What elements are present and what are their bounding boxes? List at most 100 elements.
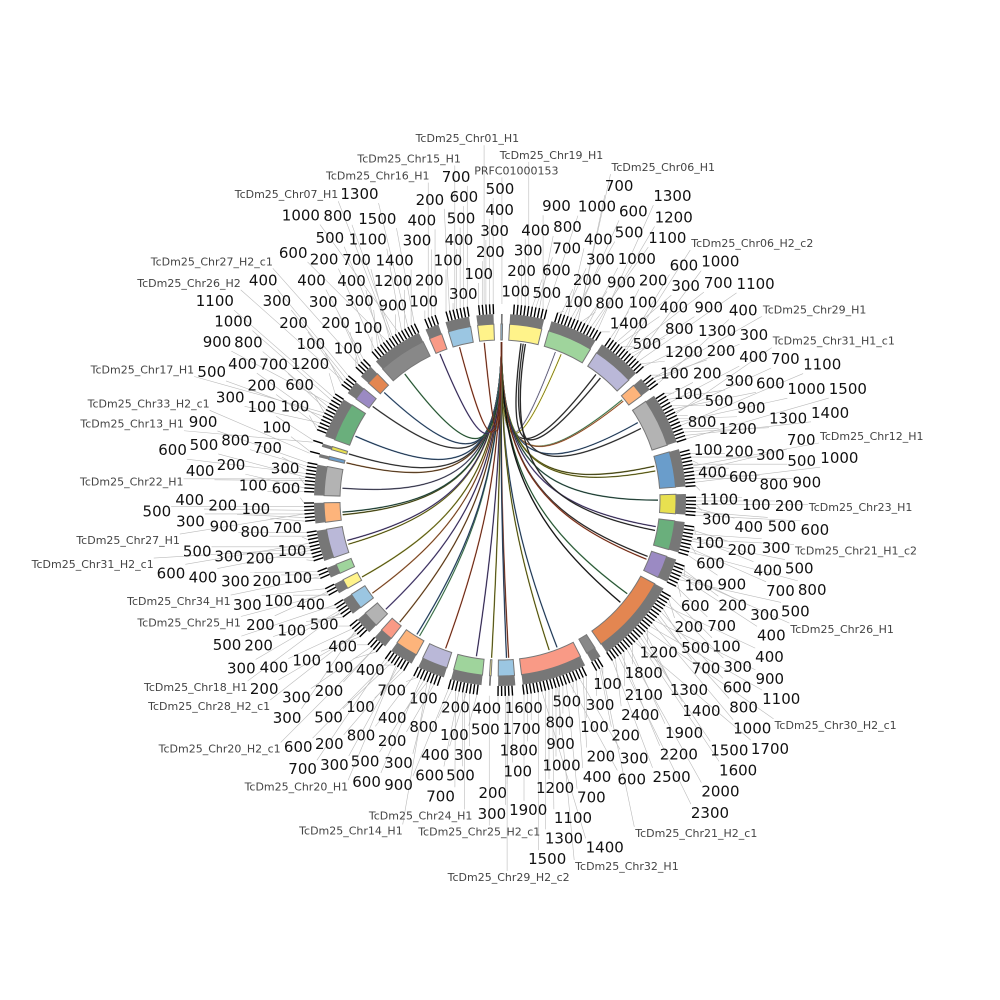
label-leader-line	[681, 373, 804, 426]
segment-block[interactable]	[578, 633, 596, 654]
segment-block[interactable]	[631, 400, 668, 451]
segment-block[interactable]	[620, 384, 643, 406]
segment-block[interactable]	[342, 571, 363, 589]
chromosome-segment[interactable]	[349, 602, 389, 638]
tick-label: 500	[314, 709, 343, 727]
segment-block[interactable]	[447, 325, 474, 348]
tick-label: 400	[189, 569, 218, 587]
segment-block[interactable]	[477, 323, 495, 342]
chromosome-segment[interactable]	[543, 312, 602, 364]
chromosome-segment[interactable]	[620, 374, 659, 406]
chromosome-segment[interactable]	[316, 393, 367, 446]
chromosome-segment[interactable]	[653, 449, 696, 489]
chromosome-segment[interactable]	[313, 439, 349, 455]
segment-block[interactable]	[396, 629, 425, 656]
segment-block[interactable]	[330, 445, 349, 455]
segment-block[interactable]	[350, 585, 375, 609]
segment-block[interactable]	[653, 451, 677, 489]
tick-label: 200	[476, 243, 505, 261]
tick-mark	[362, 358, 371, 368]
segment-block[interactable]	[489, 659, 493, 677]
tick-mark	[552, 678, 557, 689]
chromosome-segment[interactable]	[304, 461, 344, 497]
chromosome-segment[interactable]	[355, 358, 390, 395]
chromosome-name: TcDm25_Chr01_H1	[415, 132, 520, 145]
tick-label: 400	[337, 272, 366, 290]
segment-block[interactable]	[364, 602, 389, 626]
tick-mark	[384, 650, 392, 660]
chromosome-segment[interactable]	[488, 659, 493, 686]
chromosome-segment[interactable]	[306, 526, 350, 562]
chromosome-segment[interactable]	[642, 550, 685, 587]
chromosome-segment[interactable]	[587, 337, 644, 392]
segment-block[interactable]	[381, 341, 431, 382]
label-leader-line	[689, 547, 767, 583]
segment-block[interactable]	[428, 333, 448, 355]
tick-label: 300	[282, 689, 311, 707]
chromosome-segment[interactable]	[497, 658, 516, 696]
segment-block[interactable]	[497, 658, 516, 677]
segment-block[interactable]	[658, 493, 677, 515]
tick-label: 300	[227, 659, 256, 677]
label-leader-line	[301, 631, 355, 709]
tick-label: 100	[694, 441, 723, 459]
chromosome-segment[interactable]	[317, 557, 356, 579]
chromosome-segment[interactable]	[445, 306, 474, 348]
chromosome-segment[interactable]	[508, 304, 548, 346]
chromosome-segment[interactable]	[447, 653, 485, 695]
segment-block[interactable]	[335, 557, 356, 574]
label-leader-line	[324, 352, 342, 385]
segment-block[interactable]	[642, 550, 668, 579]
segment-block[interactable]	[367, 372, 390, 395]
tick-mark	[375, 643, 384, 653]
chromosome-segment[interactable]	[500, 314, 504, 341]
tick-mark	[581, 666, 588, 677]
segment-block[interactable]	[355, 387, 377, 409]
chromosome-segment[interactable]	[371, 323, 431, 382]
tick-mark	[321, 418, 331, 425]
chromosome-segment[interactable]	[384, 629, 425, 672]
tick-mark	[594, 659, 601, 670]
tick-mark	[591, 661, 598, 671]
tick-mark	[645, 377, 654, 385]
segment-block[interactable]	[325, 526, 350, 559]
segment-block[interactable]	[328, 455, 346, 464]
tick-mark	[454, 680, 459, 692]
tick-label: 600	[617, 770, 646, 788]
chromosome-segment[interactable]	[631, 392, 687, 451]
segment-block[interactable]	[380, 617, 402, 640]
chromosome-segment[interactable]	[424, 314, 448, 355]
chromosome-segment[interactable]	[341, 375, 377, 409]
chromosome-segment[interactable]	[304, 501, 342, 524]
segment-block[interactable]	[591, 575, 656, 645]
chromosome-segment[interactable]	[658, 493, 697, 517]
label-leader-line	[313, 394, 325, 414]
chromosome-segment[interactable]	[413, 643, 453, 686]
segment-block[interactable]	[421, 643, 453, 669]
chromosome-segment[interactable]	[476, 304, 495, 342]
segment-block[interactable]	[652, 518, 676, 551]
chromosome-segment[interactable]	[367, 617, 402, 653]
label-leader-line	[681, 574, 790, 624]
tick-mark	[463, 307, 467, 318]
segment-block[interactable]	[323, 501, 342, 523]
segment-block[interactable]	[519, 641, 582, 676]
segment-block[interactable]	[508, 323, 543, 346]
chromosome-segment[interactable]	[578, 633, 604, 671]
chromosome-segment[interactable]	[591, 575, 671, 661]
label-leader-line	[653, 359, 707, 379]
tick-label: 1200	[655, 208, 693, 226]
chromosome-segment[interactable]	[324, 571, 363, 596]
segment-block[interactable]	[587, 352, 630, 392]
segment-block[interactable]	[453, 653, 485, 676]
chromosome-segment[interactable]	[309, 450, 346, 464]
chromosome-segment[interactable]	[334, 585, 375, 618]
segment-block[interactable]	[500, 323, 504, 341]
chromosome-segment[interactable]	[519, 641, 588, 695]
segment-block[interactable]	[323, 465, 344, 497]
segment-block[interactable]	[333, 404, 367, 446]
tick-mark	[374, 348, 382, 358]
segment-block[interactable]	[543, 330, 592, 364]
chromosome-segment[interactable]	[652, 518, 695, 556]
